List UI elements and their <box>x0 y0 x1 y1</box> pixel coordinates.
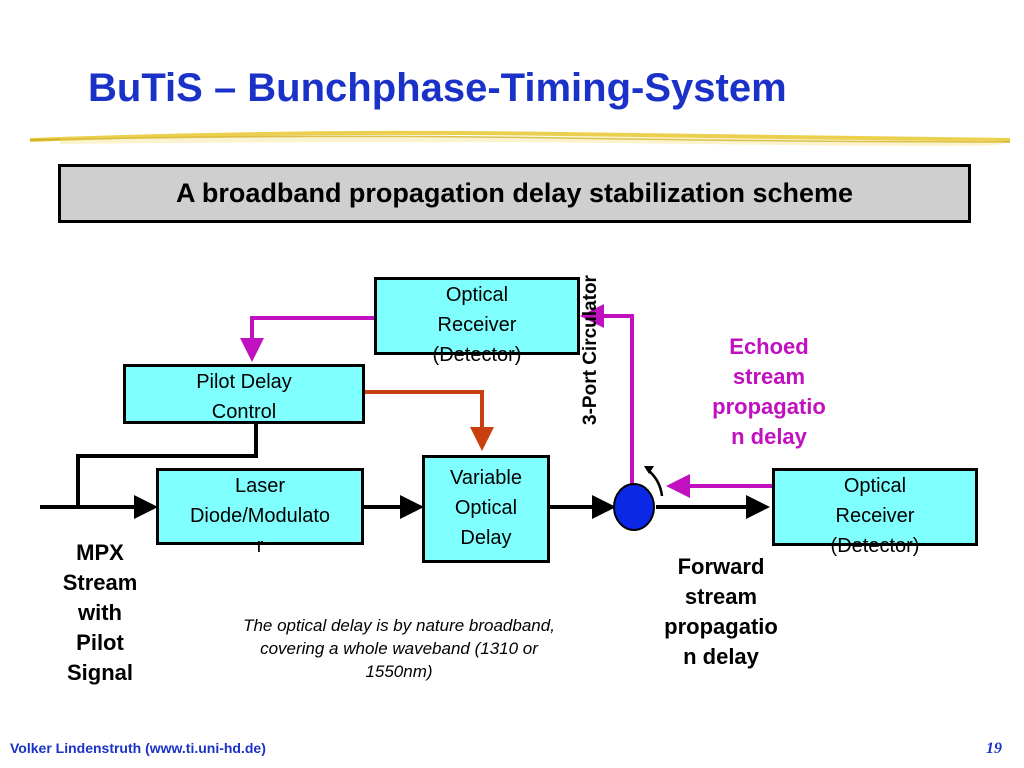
circulator-to-top-receiver-line <box>580 304 634 484</box>
box-line: Optical <box>843 475 907 497</box>
box-line: Optical <box>445 284 509 306</box>
box-line: Laser <box>234 475 286 497</box>
label-line: MPX <box>76 540 124 565</box>
label-line: with <box>78 600 122 625</box>
circulator-label-text: 3-Port Circulator <box>580 275 602 425</box>
footer-author: Volker Lindenstruth (www.ti.uni-hd.de) <box>10 740 266 756</box>
optical-receiver-top-box: Optical Receiver (Detector) <box>374 277 580 366</box>
variable-optical-delay-box: Variable Optical Delay <box>422 455 550 563</box>
pilot-delay-control-box: Pilot Delay Control <box>123 364 365 424</box>
box-line: Optical <box>454 497 518 519</box>
control-to-delay-line <box>364 390 494 451</box>
box-line: r <box>256 535 264 557</box>
label-line: propagatio <box>712 394 826 419</box>
box-line: Receiver <box>835 505 915 527</box>
forward-stream-label: Forward stream propagatio n delay <box>640 552 802 672</box>
box-line: (Detector) <box>830 535 920 557</box>
mpx-stream-label: MPX Stream with Pilot Signal <box>40 538 160 688</box>
page-number: 19 <box>986 740 1002 757</box>
box-line: Receiver <box>437 314 517 336</box>
label-line: Stream <box>62 570 138 595</box>
subtitle-text: A broadband propagation delay stabilizat… <box>175 178 854 208</box>
box-line: (Detector) <box>432 344 522 366</box>
optical-receiver-right-box: Optical Receiver (Detector) <box>772 468 978 557</box>
box-line: Pilot Delay <box>196 371 292 393</box>
label-line: n delay <box>683 644 759 669</box>
subtitle-box: A broadband propagation delay stabilizat… <box>58 164 971 223</box>
label-line: Forward <box>677 554 765 579</box>
echoed-stream-label: Echoed stream propagatio n delay <box>688 332 850 452</box>
label-line: stream <box>732 364 806 389</box>
box-line: Variable <box>450 467 522 489</box>
label-line: Signal <box>66 660 133 685</box>
box-line: Delay <box>460 527 512 549</box>
label-line: propagatio <box>664 614 778 639</box>
label-line: Echoed <box>729 334 809 359</box>
box-line: Control <box>211 401 277 423</box>
delay-note: The optical delay is by nature broadband… <box>243 616 555 681</box>
label-line: stream <box>684 584 758 609</box>
title-underline-swoosh <box>29 130 1011 146</box>
circulator-node <box>613 483 655 531</box>
label-line: n delay <box>731 424 807 449</box>
receiver-to-pilot-line <box>240 316 374 362</box>
box-line: Diode/Modulato <box>189 505 331 527</box>
label-line: Pilot <box>76 630 124 655</box>
laser-diode-box: Laser Diode/Modulato r <box>156 468 364 557</box>
pilot-feedback-line <box>76 424 258 507</box>
slide-title: BuTiS – Bunchphase-Timing-System <box>88 66 787 110</box>
